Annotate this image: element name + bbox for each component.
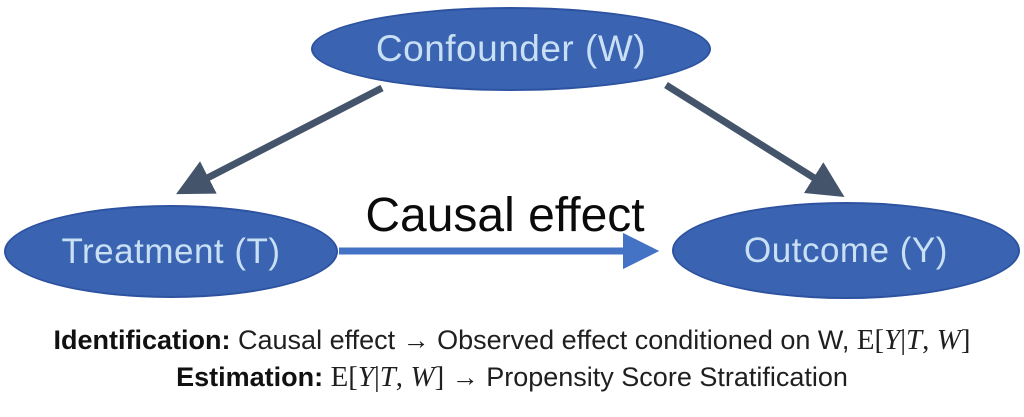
node-treatment: Treatment (T) bbox=[4, 205, 338, 298]
estimation-body: → Propensity Score Stratification bbox=[451, 362, 848, 392]
node-outcome-label: Outcome (Y) bbox=[744, 230, 948, 270]
identification-label: Identification: bbox=[53, 325, 231, 355]
node-confounder: Confounder (W) bbox=[311, 7, 711, 91]
node-treatment-label: Treatment (T) bbox=[61, 231, 281, 271]
estimation-label: Estimation: bbox=[176, 362, 324, 392]
estimation-math: E[Y|T, W] bbox=[330, 361, 445, 393]
node-confounder-label: Confounder (W) bbox=[375, 28, 647, 69]
arrow-confounder-to-outcome bbox=[664, 82, 845, 197]
node-outcome: Outcome (Y) bbox=[672, 202, 1020, 299]
arrow-confounder-to-treatment bbox=[176, 84, 384, 195]
causal-effect-label: Causal effect bbox=[365, 189, 645, 242]
identification-math: E[Y|T, W] bbox=[856, 324, 971, 356]
caption: Identification: Causal effect → Observed… bbox=[0, 322, 1024, 396]
identification-line: Identification: Causal effect → Observed… bbox=[0, 322, 1024, 359]
estimation-line: Estimation: E[Y|T, W] → Propensity Score… bbox=[0, 359, 1024, 396]
identification-body: Causal effect → Observed effect conditio… bbox=[238, 325, 850, 355]
